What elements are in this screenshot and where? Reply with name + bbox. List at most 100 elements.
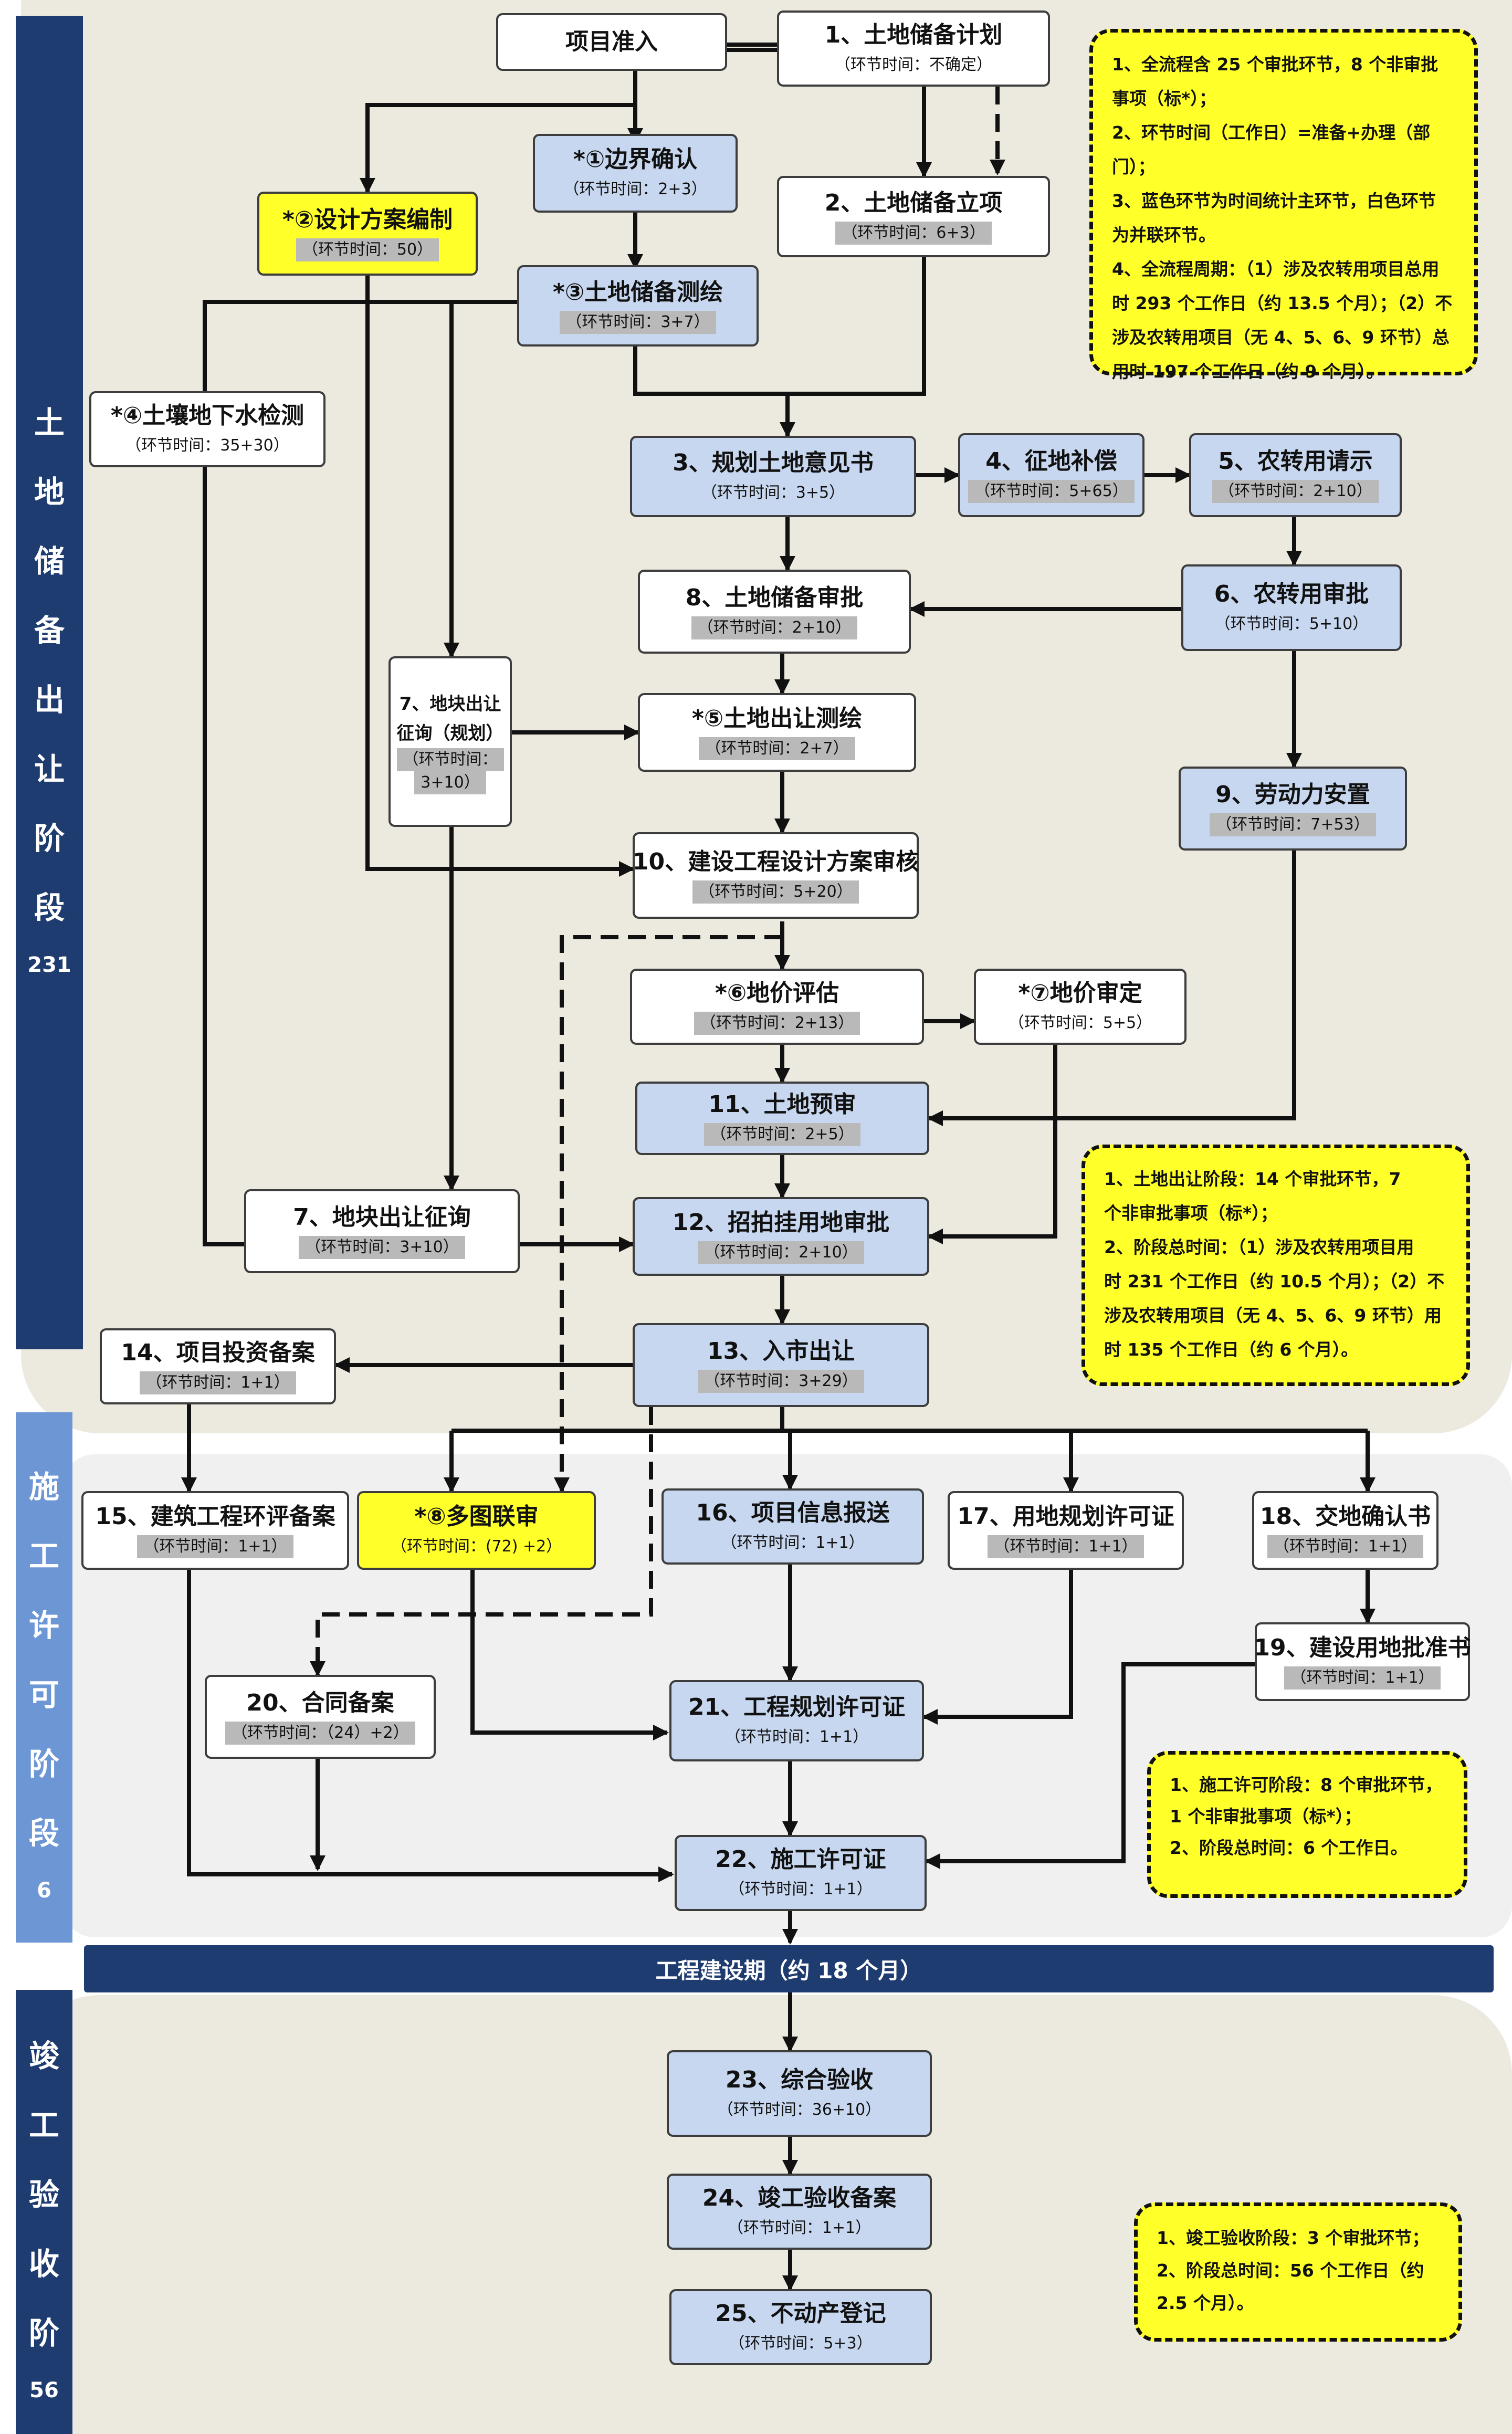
construction-period-band: 工程建设期（约 18 个月） (84, 1945, 1494, 1992)
node-time: （环节时间：1+1） (137, 1535, 293, 1558)
node-line: 7、地块出让 (399, 693, 501, 715)
note-line: 2、阶段总时间：56 个工作日（约 (1157, 2260, 1424, 2281)
node-comprehensive-acceptance[interactable]: 23、综合验收 （环节时间：36+10） (667, 2050, 932, 2137)
node-title: *⑧多图联审 (414, 1503, 539, 1530)
node-time: （环节时间：2+3） (563, 180, 707, 198)
phase-char: 工 (28, 2107, 59, 2143)
node-construction-permit[interactable]: 22、施工许可证 （环节时间：1+1） (675, 1835, 927, 1911)
note-line: 涉及农转用项目（无 4、5、6、9 环节）总 (1112, 327, 1450, 348)
node-title: *⑦地价审定 (1018, 979, 1142, 1006)
node-engineering-planning-permit[interactable]: 21、工程规划许可证 （环节时间：1+1） (669, 1680, 924, 1761)
node-time: （环节时间：1+1） (1267, 1535, 1424, 1558)
node-title: 9、劳动力安置 (1215, 781, 1370, 808)
node-time: （环节时间：3+5） (701, 483, 845, 502)
node-title: 16、项目信息报送 (696, 1499, 890, 1526)
node-time: （环节时间：1+1） (988, 1535, 1144, 1558)
phase-char: 验 (28, 2177, 59, 2212)
node-design-scheme[interactable]: *②设计方案编制 （环节时间：50） (257, 192, 478, 276)
node-project-entry[interactable]: 项目准入 (496, 13, 727, 71)
node-market-transfer[interactable]: 13、入市出让 （环节时间：3+29） (633, 1323, 929, 1407)
note-line: 时 231 个工作日（约 10.5 个月）；（2）不 (1104, 1271, 1445, 1292)
phase-char: 储 (34, 543, 65, 579)
node-investment-filing[interactable]: 14、项目投资备案 （环节时间：1+1） (100, 1328, 336, 1404)
node-time: （环节时间：5+3） (729, 2334, 873, 2353)
accept-phase-days: 56 (29, 2378, 59, 2402)
node-land-transfer-survey[interactable]: *⑤土地出让测绘 （环节时间：2+7） (638, 693, 916, 772)
phase-char: 土 (34, 405, 65, 440)
node-time: （环节时间：不确定） (835, 55, 992, 74)
node-land-reserve-approval[interactable]: 8、土地储备审批 （环节时间：2+10） (638, 570, 911, 654)
node-time: （环节时间：2+10） (698, 1241, 864, 1264)
node-time: （环节时间：2+5） (704, 1123, 860, 1146)
node-time: （环节时间：35+30） (125, 436, 289, 455)
node-time: （环节时间：1+1） (724, 1727, 869, 1746)
node-land-survey[interactable]: *③土地储备测绘 （环节时间：3+7） (517, 265, 759, 347)
phase-char: 地 (34, 474, 65, 510)
node-time: （环节时间：2+13） (694, 1011, 860, 1035)
node-property-registration[interactable]: 25、不动产登记 （环节时间：5+3） (669, 2289, 932, 2365)
phase-char: 施 (28, 1469, 59, 1505)
node-title: *①边界确认 (573, 146, 698, 173)
node-time: （环节时间：50） (296, 238, 439, 261)
node-title: 12、招拍挂用地审批 (672, 1209, 890, 1236)
node-title: 5、农转用请示 (1218, 448, 1373, 475)
node-title: *④土壤地下水检测 (110, 402, 304, 429)
node-time: （环节时间：(72) +2） (391, 1537, 562, 1556)
node-time: （环节时间：1+1） (727, 2218, 872, 2237)
node-title: 10、建设工程设计方案审核 (632, 848, 919, 875)
note-overall: 1、全流程含 25 个审批环节，8 个非审批事项（标*）；2、环节时间（工作日）… (1089, 29, 1478, 382)
arrow-b3-n7b (203, 300, 520, 1246)
note-line: 时 293 个工作日（约 13.5 个月）；（2）不 (1112, 293, 1453, 313)
node-land-price-assessment[interactable]: *⑥地价评估 （环节时间：2+13） (630, 969, 924, 1045)
arrow-n17-n21 (922, 1570, 1073, 1725)
node-line: 征询（规划） (396, 722, 504, 744)
node-planning-opinion[interactable]: 3、规划土地意见书 （环节时间：3+5） (630, 436, 916, 517)
node-labor-resettlement[interactable]: 9、劳动力安置 （环节时间：7+53） (1179, 767, 1407, 851)
node-completion-filing[interactable]: 24、竣工验收备案 （环节时间：1+1） (667, 2174, 932, 2250)
node-land-pre-review[interactable]: 11、土地预审 （环节时间：2+5） (635, 1082, 929, 1155)
node-time: （环节时间：2+10） (1212, 480, 1379, 503)
arrow-n2-n3 (788, 257, 926, 396)
phase-char: 竣 (28, 2038, 59, 2074)
node-farmland-conversion-approval[interactable]: 6、农转用审批 （环节时间：5+10） (1181, 564, 1402, 651)
dashed-n10-b8 (554, 935, 782, 1493)
arrow-n9-n11 (927, 851, 1296, 1126)
node-plot-transfer-consult[interactable]: 7、地块出让征询 （环节时间：3+10） (244, 1189, 520, 1273)
node-land-price-review[interactable]: *⑦地价审定 （环节时间：5+5） (974, 969, 1186, 1045)
node-plot-transfer-consult-planning[interactable]: 7、地块出让 征询（规划） （环节时间： 3+10） (388, 656, 512, 827)
node-land-reserve-project[interactable]: 2、土地储备立项 （环节时间：6+3） (777, 176, 1050, 257)
node-title: 14、项目投资备案 (121, 1339, 315, 1366)
node-title: 项目准入 (565, 28, 658, 55)
node-boundary-confirm[interactable]: *①边界确认 （环节时间：2+3） (533, 134, 738, 213)
note-line: 时 135 个工作日（约 6 个月）。 (1104, 1339, 1359, 1360)
node-multi-drawing-review[interactable]: *⑧多图联审 （环节时间：(72) +2） (357, 1491, 596, 1570)
node-time: （环节时间：7+53） (1210, 813, 1376, 836)
node-time: （环节时间：1+1） (140, 1371, 296, 1394)
note-line: 2、阶段总时间：（1）涉及农转用项目用 (1104, 1237, 1414, 1257)
node-land-approval-certificate[interactable]: 19、建设用地批准书 （环节时间：1+1） (1254, 1622, 1471, 1701)
node-title: 4、征地补偿 (985, 448, 1117, 475)
node-eia-filing[interactable]: 15、建筑工程环评备案 （环节时间：1+1） (81, 1491, 349, 1570)
phase-char: 让 (34, 751, 65, 787)
node-auction-land-approval[interactable]: 12、招拍挂用地审批 （环节时间：2+10） (633, 1197, 929, 1276)
node-soil-groundwater-test[interactable]: *④土壤地下水检测 （环节时间：35+30） (89, 391, 326, 467)
node-title: 21、工程规划许可证 (688, 1693, 906, 1720)
node-time: （环节时间：3+10） (299, 1236, 465, 1259)
node-title: 6、农转用审批 (1214, 580, 1369, 607)
node-land-planning-permit[interactable]: 17、用地规划许可证 （环节时间：1+1） (948, 1491, 1184, 1570)
node-land-compensation[interactable]: 4、征地补偿 （环节时间：5+65） (958, 433, 1144, 517)
node-time: （环节时间：1+1） (721, 1533, 865, 1552)
phase-char: 许 (28, 1608, 59, 1643)
node-design-scheme-review[interactable]: 10、建设工程设计方案审核 （环节时间：5+20） (633, 832, 919, 919)
node-time: （环节时间：6+3） (835, 221, 992, 245)
node-land-reserve-plan[interactable]: 1、土地储备计划 （环节时间：不确定） (777, 11, 1050, 87)
arrow-entry-b2 (360, 103, 635, 194)
node-time: （环节时间：3+7） (560, 310, 716, 334)
node-land-handover-confirmation[interactable]: 18、交地确认书 （环节时间：1+1） (1252, 1491, 1438, 1570)
node-title: 3、规划土地意见书 (673, 449, 874, 476)
node-contract-filing[interactable]: 20、合同备案 （环节时间：（24）+2） (205, 1675, 436, 1759)
node-time: （环节时间：36+10） (717, 2100, 881, 2119)
node-project-info-submission[interactable]: 16、项目信息报送 （环节时间：1+1） (662, 1488, 924, 1565)
node-farmland-conversion-request[interactable]: 5、农转用请示 （环节时间：2+10） (1189, 433, 1402, 517)
